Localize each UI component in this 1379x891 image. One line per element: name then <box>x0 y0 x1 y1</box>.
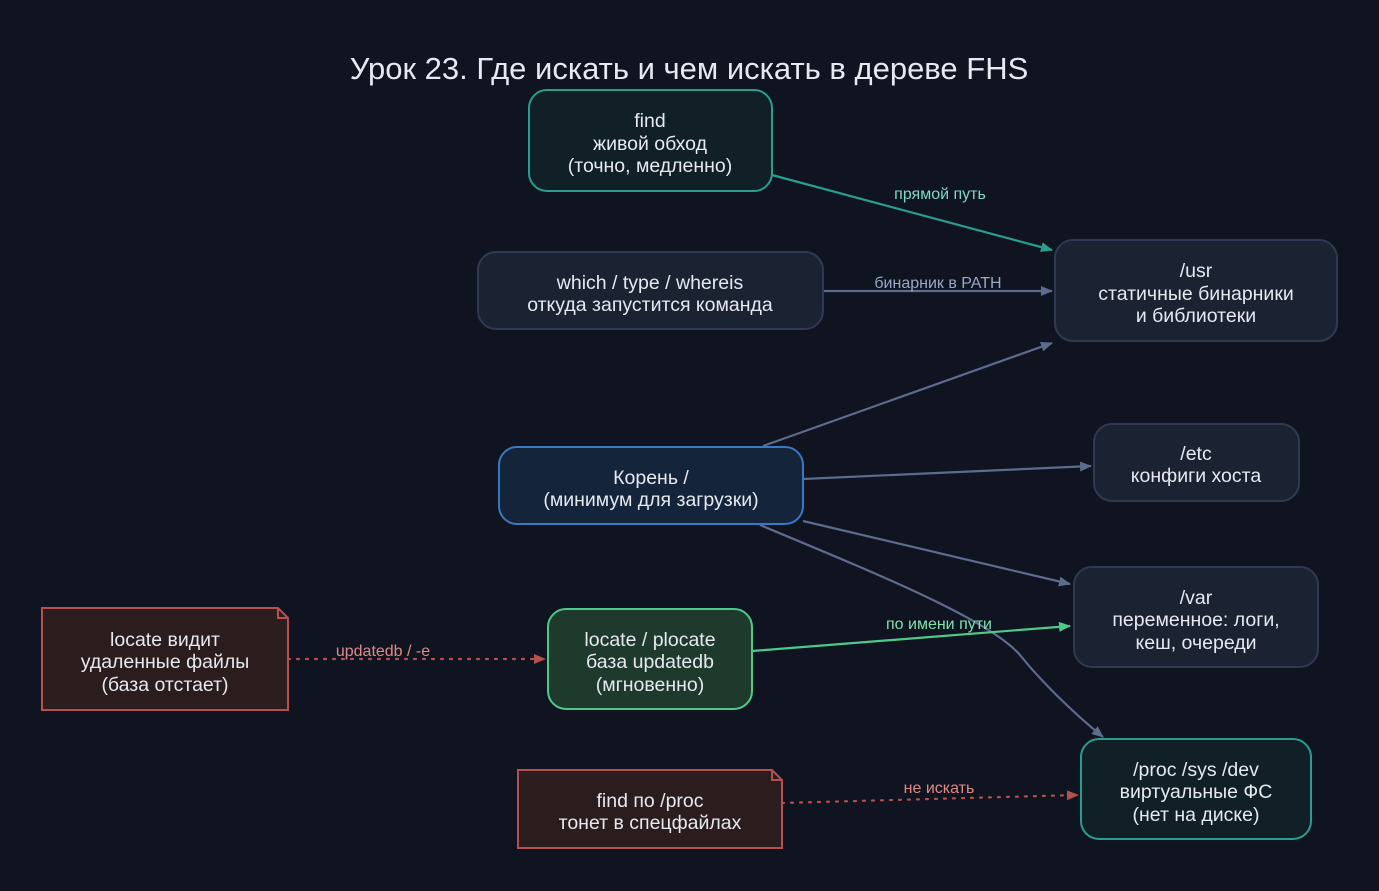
diagram-title: Урок 23. Где искать и чем искать в дерев… <box>350 51 1029 86</box>
edge-note-to-proc: не искать <box>780 780 1080 805</box>
node-etc-line-2: конфиги хоста <box>1131 465 1262 487</box>
edge-which-to-usr: бинарник в PATH <box>823 275 1053 296</box>
node-var-line-2: переменное: логи, <box>1112 609 1279 631</box>
node-locate: locate / plocate база updatedb (мгновенн… <box>547 608 753 710</box>
edge-locate-to-var: по имени пути <box>751 616 1071 653</box>
node-find-line-3: (точно, медленно) <box>568 155 733 177</box>
node-which: which / type / whereis откуда запустится… <box>477 251 824 330</box>
note-find-proc-line-1: find по /proc <box>596 790 703 812</box>
node-locate-line-1: locate / plocate <box>584 629 715 651</box>
node-find-line-1: find <box>634 110 665 132</box>
node-root-line-2: (минимум для загрузки) <box>543 489 758 511</box>
node-root-line-1: Корень / <box>613 467 689 489</box>
edge-find-to-usr: прямой путь <box>771 173 1053 252</box>
edge-label-direct-path: прямой путь <box>894 186 986 203</box>
node-which-line-1: which / type / whereis <box>556 272 744 294</box>
note-locate-line-3: (база отстает) <box>101 674 228 696</box>
node-which-line-2: откуда запустится команда <box>527 294 773 316</box>
edge-label-updatedb: updatedb / -e <box>336 643 430 660</box>
note-find-proc-line-2: тонет в спецфайлах <box>559 812 742 834</box>
edge-root-to-proc <box>759 523 1104 738</box>
edge-label-binary-in-path: бинарник в PATH <box>874 275 1001 292</box>
node-usr-line-2: статичные бинарники <box>1098 283 1294 305</box>
node-etc-line-1: /etc <box>1180 443 1212 465</box>
node-usr: /usr статичные бинарники и библиотеки <box>1054 239 1338 342</box>
node-locate-line-3: (мгновенно) <box>596 674 705 696</box>
node-proc: /proc /sys /dev виртуальные ФС (нет на д… <box>1080 738 1312 840</box>
edge-note-to-locate: updatedb / -e <box>286 643 547 664</box>
note-locate-line-1: locate видит <box>110 629 220 651</box>
node-find-line-2: живой обход <box>593 133 708 155</box>
node-etc: /etc конфиги хоста <box>1093 423 1300 502</box>
node-var-line-3: кеш, очереди <box>1135 632 1256 654</box>
node-root: Корень / (минимум для загрузки) <box>498 446 804 525</box>
edge-root-to-usr <box>762 341 1053 448</box>
edge-label-do-not-search: не искать <box>904 780 975 797</box>
edge-root-to-etc <box>802 461 1092 481</box>
node-proc-line-3: (нет на диске) <box>1133 804 1260 826</box>
node-proc-line-1: /proc /sys /dev <box>1133 759 1259 781</box>
note-find-proc-warning: find по /proc тонет в спецфайлах <box>517 769 783 849</box>
edge-label-by-path-name: по имени пути <box>886 616 992 633</box>
node-find: find живой обход (точно, медленно) <box>528 89 773 192</box>
node-var: /var переменное: логи, кеш, очереди <box>1073 566 1319 668</box>
node-proc-line-2: виртуальные ФС <box>1120 781 1273 803</box>
note-locate-line-2: удаленные файлы <box>81 651 250 673</box>
node-usr-line-3: и библиотеки <box>1136 305 1256 327</box>
node-usr-line-1: /usr <box>1180 260 1213 282</box>
node-locate-line-2: база updatedb <box>586 651 714 673</box>
note-locate-warning: locate видит удаленные файлы (база отста… <box>41 607 289 711</box>
edge-root-to-var <box>802 519 1071 587</box>
node-var-line-1: /var <box>1180 587 1213 609</box>
